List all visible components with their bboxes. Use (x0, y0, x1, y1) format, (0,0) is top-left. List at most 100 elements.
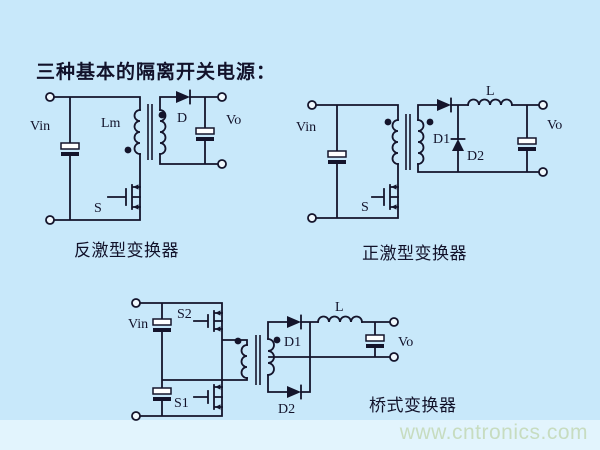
input-terminal-pos (131, 298, 141, 308)
label-l: L (486, 84, 495, 99)
inductor-l (467, 98, 513, 106)
label-s: S (361, 200, 369, 215)
watermark: www.cntronics.com (399, 421, 588, 444)
label-d2: D2 (278, 402, 295, 417)
mosfet-arrow (133, 184, 139, 190)
label-d1: D1 (284, 335, 301, 350)
diode-d (176, 89, 191, 105)
capacitor-plate (153, 328, 171, 332)
bridge-transformer (234, 335, 281, 385)
diode-d2 (450, 138, 466, 151)
mosfet-body (371, 184, 399, 210)
capacitor-plate (153, 397, 171, 401)
transformer-core (255, 335, 261, 385)
diode-triangle (452, 139, 464, 151)
capacitor-plate (518, 147, 536, 151)
forward-transformer (384, 114, 434, 170)
input-terminal-neg (45, 215, 55, 225)
label-vo: Vo (547, 118, 562, 133)
primary-winding (240, 344, 248, 379)
mosfet-s (371, 184, 399, 210)
capacitor-plate (195, 127, 215, 135)
capacitor-plate (366, 344, 384, 348)
secondary-winding (267, 338, 275, 376)
mosfet-s (107, 184, 141, 210)
capacitor-plate (517, 137, 537, 145)
output-capacitor (195, 127, 215, 141)
caption-forward: 正激型变换器 (362, 244, 467, 263)
output-terminal-neg (217, 159, 227, 169)
secondary-winding (417, 119, 425, 165)
mosfet-arrow (215, 310, 221, 316)
flyback-circuit: Vin Lm S D Vo (30, 89, 241, 225)
label-vo: Vo (226, 113, 241, 128)
transformer-core (405, 114, 411, 170)
input-terminal-pos (307, 100, 317, 110)
capacitor-plate (365, 334, 385, 342)
polarity-dot (234, 337, 242, 345)
mosfet-arrow (391, 204, 397, 210)
label-d1: D1 (433, 132, 450, 147)
label-d: D (177, 111, 187, 126)
polarity-dot (124, 146, 132, 154)
label-s1: S1 (174, 396, 189, 411)
diode-triangle (287, 316, 301, 328)
capacitor-plate (60, 142, 80, 150)
mosfet-arrow (133, 204, 139, 210)
mosfet-s2 (193, 310, 223, 332)
capacitor-plate (61, 152, 79, 156)
output-terminal-pos (389, 317, 399, 327)
mosfet-arrow (215, 326, 221, 332)
capacitor-plate (327, 150, 347, 158)
mosfet-s1 (193, 384, 223, 410)
mosfet-body (107, 184, 141, 210)
primary-winding (391, 119, 399, 165)
label-vo: Vo (398, 335, 413, 350)
mosfet-arrow (391, 184, 397, 190)
label-s2: S2 (177, 307, 192, 322)
label-l: L (335, 300, 344, 315)
diode-d1 (287, 314, 302, 330)
page-title: 三种基本的隔离开关电源： (36, 62, 277, 83)
label-vin: Vin (30, 119, 50, 134)
footer-strip (0, 420, 600, 450)
output-terminal-neg (538, 167, 548, 177)
input-terminal-pos (45, 92, 55, 102)
flyback-wires (53, 96, 219, 221)
output-terminal-neg (389, 352, 399, 362)
caption-bridge: 桥式变换器 (369, 396, 457, 415)
inductor-l (317, 315, 363, 323)
input-capacitor-top (152, 318, 172, 332)
diode-triangle (287, 386, 301, 398)
input-terminal-neg (307, 213, 317, 223)
capacitor-plate (328, 160, 346, 164)
polarity-dot (158, 111, 166, 119)
transformer-core (147, 104, 153, 160)
flyback-transformer (124, 104, 167, 160)
diode-triangle (176, 91, 190, 103)
label-lm: Lm (101, 116, 121, 131)
input-capacitor (60, 142, 80, 156)
mosfet-arrow (215, 384, 221, 390)
diode-d2 (287, 384, 302, 400)
capacitor-plate (152, 387, 172, 395)
label-vin: Vin (128, 317, 148, 332)
diode-triangle (437, 99, 451, 111)
primary-winding (133, 109, 141, 155)
polarity-dot (384, 118, 392, 126)
output-capacitor (517, 137, 537, 151)
input-capacitor (327, 150, 347, 164)
polarity-dot (273, 336, 281, 344)
polarity-dot (426, 118, 434, 126)
label-d2: D2 (467, 149, 484, 164)
bridge-wires (139, 302, 391, 417)
input-capacitor-bottom (152, 387, 172, 401)
output-capacitor (365, 334, 385, 348)
forward-circuit: Vin S D1 D2 L Vo (296, 84, 562, 223)
label-vin: Vin (296, 120, 316, 135)
input-terminal-neg (131, 411, 141, 421)
forward-wires (315, 104, 540, 219)
label-s: S (94, 201, 102, 216)
caption-flyback: 反激型变换器 (74, 241, 179, 260)
